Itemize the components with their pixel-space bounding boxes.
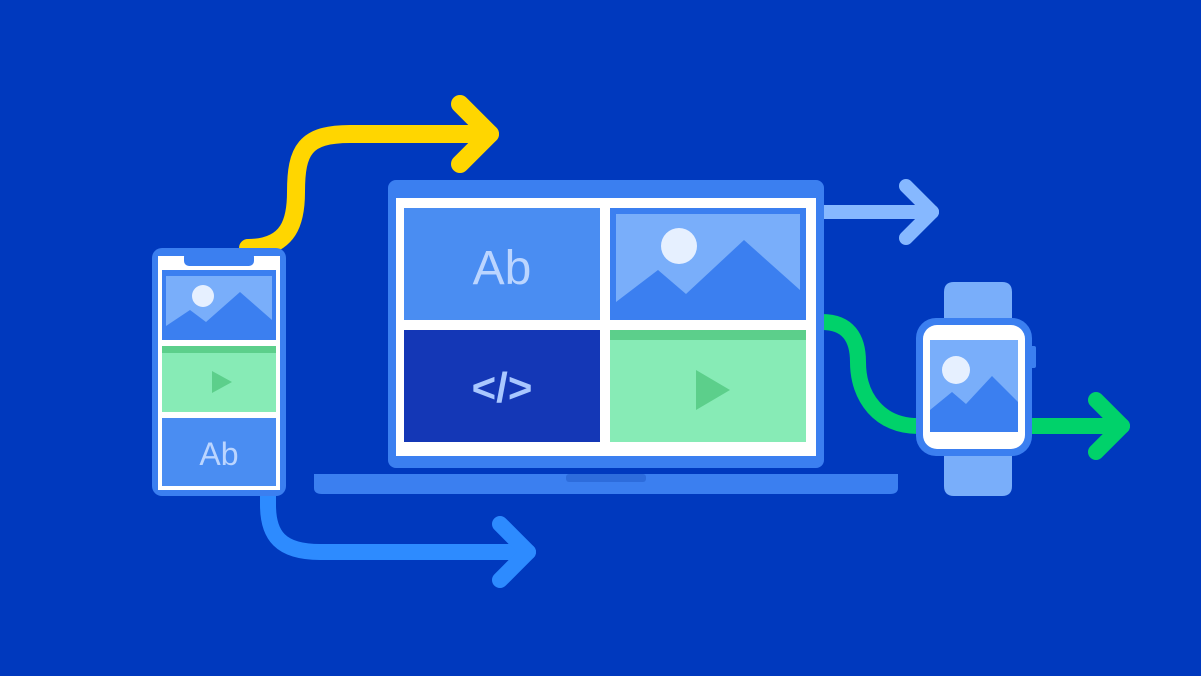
yellow-arrow-head: [451, 95, 499, 173]
watch-image-icon: [930, 376, 1018, 432]
laptop-video-bar: [610, 330, 806, 340]
phone-video-bar: [162, 346, 276, 353]
laptop: Ab </>: [314, 180, 898, 494]
phone-image-icon: [166, 292, 272, 334]
phone-notch: [184, 252, 254, 266]
phone-image-sun-icon: [192, 285, 214, 307]
laptop-text-tile: [404, 208, 600, 320]
laptop-image-icon: [616, 240, 800, 314]
laptop-trackpad-notch: [566, 474, 646, 482]
phone-text-tile: [162, 418, 276, 486]
blue-arrow-head: [492, 516, 536, 588]
light-blue-arrow-head: [899, 179, 939, 245]
watch-strap-bottom: [944, 450, 1012, 496]
green-arrow-path: [814, 314, 926, 434]
laptop-play-icon: [696, 370, 730, 410]
watch-image-sun-icon: [942, 356, 970, 384]
phone-text-tile-label: Ab: [199, 436, 238, 472]
blue-arrow-path: [260, 482, 536, 560]
phone-play-icon: [212, 371, 232, 393]
laptop-code-icon: </>: [472, 364, 533, 411]
watch-strap-top: [944, 282, 1012, 320]
laptop-base: [314, 474, 898, 494]
yellow-arrow-path: [239, 125, 499, 257]
green-arrow-head: [1088, 392, 1130, 460]
watch: [916, 282, 1036, 496]
laptop-text-tile-label: Ab: [473, 242, 532, 295]
phone: Ab: [152, 248, 286, 496]
arrows: [239, 95, 1130, 588]
laptop-code-tile: [404, 330, 600, 442]
image-sun-icon: [661, 228, 697, 264]
